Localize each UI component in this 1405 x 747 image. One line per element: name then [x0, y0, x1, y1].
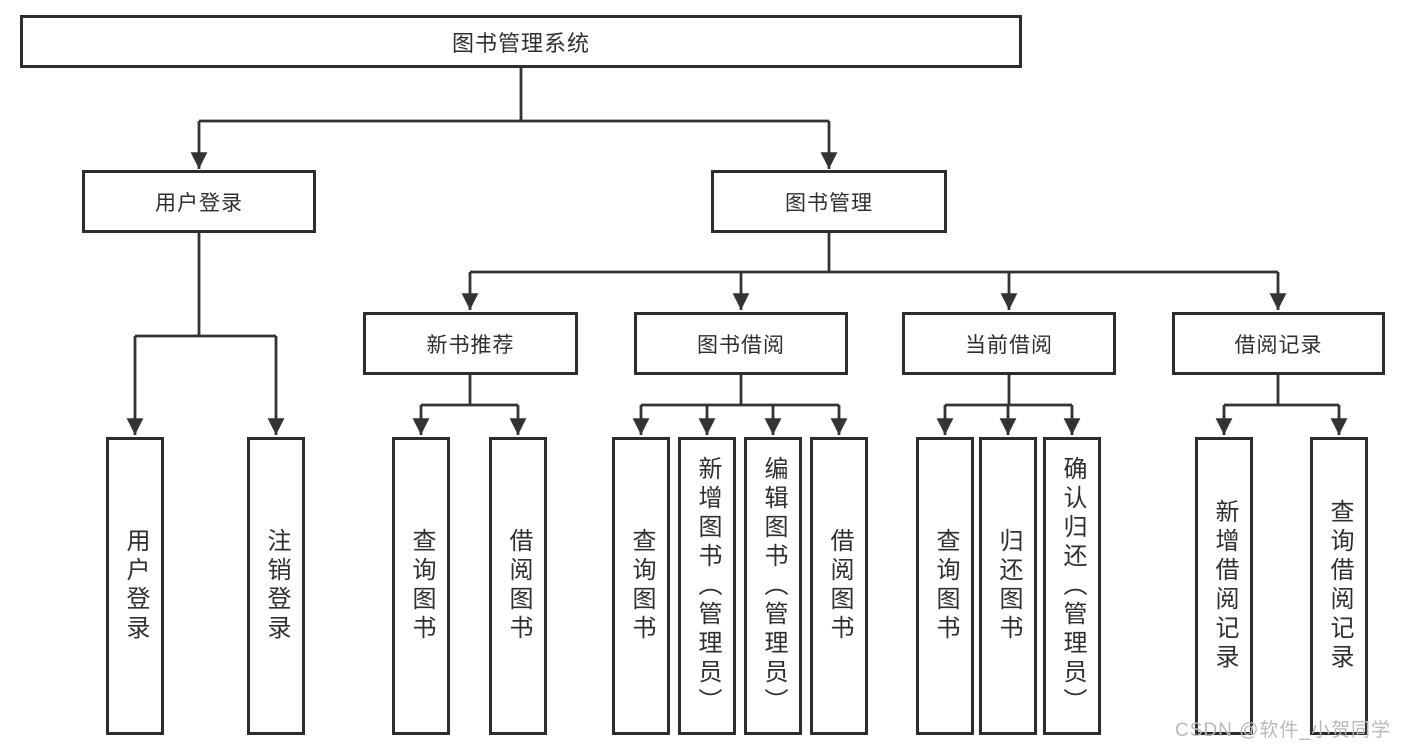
node-label: 图书借阅 [697, 333, 785, 357]
leaf-add-borrow-record: 新增借阅记录 [1195, 437, 1253, 735]
watermark-text: CSDN @软件_小贺同学 [1175, 720, 1391, 741]
node-label: 编辑图书（管理员） [760, 455, 787, 717]
leaf-return-books: 归还图书 [979, 437, 1037, 735]
leaf-query-borrow-record: 查询借阅记录 [1310, 437, 1368, 735]
connector-book-borrow-to-leaves [632, 375, 848, 435]
node-label: 借阅记录 [1234, 333, 1323, 357]
node-label: 图书管理系统 [451, 30, 590, 56]
node-book-borrowing: 图书借阅 [634, 312, 848, 375]
node-label: 查询图书 [628, 528, 655, 644]
node-user-login: 用户登录 [82, 170, 316, 233]
node-label: 图书管理 [785, 191, 873, 215]
node-label: 用户登录 [122, 528, 149, 644]
node-label: 新增图书（管理员） [694, 455, 721, 717]
node-borrowing-records: 借阅记录 [1172, 312, 1385, 375]
connector-book-management-to-level3 [461, 233, 1287, 310]
leaf-confirm-return-admin: 确认归还（管理员） [1043, 437, 1101, 735]
node-label: 当前借阅 [965, 333, 1053, 357]
node-label: 新增借阅记录 [1211, 499, 1238, 673]
node-label: 查询借阅记录 [1326, 499, 1353, 673]
node-label: 确认归还（管理员） [1059, 455, 1086, 717]
node-label: 归还图书 [995, 528, 1022, 644]
leaf-query-books-current: 查询图书 [916, 437, 974, 735]
connector-root-to-level2 [190, 68, 838, 170]
leaf-logout-login: 注销登录 [247, 437, 305, 735]
node-label: 新书推荐 [426, 333, 515, 357]
leaf-edit-books-admin: 编辑图书（管理员） [744, 437, 802, 735]
connector-new-book-to-leaves [412, 375, 527, 435]
node-label: 注销登录 [263, 528, 290, 644]
connector-borrow-records-to-leaves [1215, 375, 1348, 435]
node-root: 图书管理系统 [20, 15, 1022, 68]
leaf-query-books-recommend: 查询图书 [392, 437, 450, 735]
leaf-borrow-books: 借阅图书 [810, 437, 868, 735]
connector-current-borrow-to-leaves [936, 375, 1081, 435]
leaf-query-books-borrow: 查询图书 [612, 437, 670, 735]
node-label: 借阅图书 [826, 528, 853, 644]
node-label: 用户登录 [155, 191, 243, 215]
connector-user-login-to-leaves [126, 233, 285, 435]
node-label: 查询图书 [408, 528, 435, 644]
leaf-borrow-books-recommend: 借阅图书 [489, 437, 547, 735]
node-new-book-recommendation: 新书推荐 [363, 312, 578, 375]
node-book-management: 图书管理 [711, 170, 947, 233]
node-label: 借阅图书 [505, 528, 532, 644]
leaf-user-login: 用户登录 [106, 437, 164, 735]
node-label: 查询图书 [932, 528, 959, 644]
leaf-add-books-admin: 新增图书（管理员） [678, 437, 736, 735]
node-current-borrowing: 当前借阅 [902, 312, 1116, 375]
